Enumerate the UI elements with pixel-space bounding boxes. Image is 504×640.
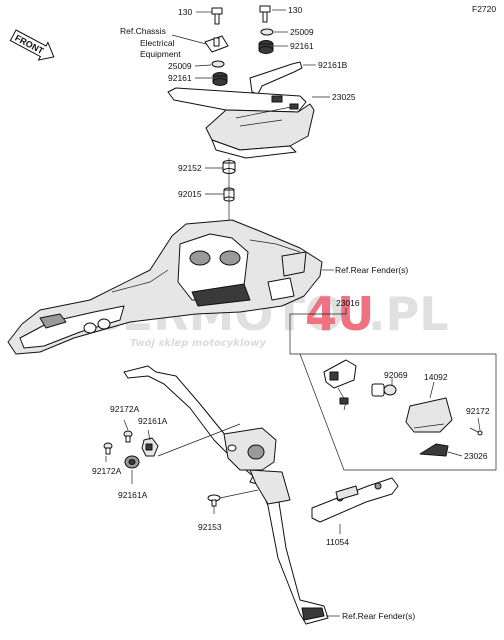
bolt-92153: [207, 494, 221, 507]
rear-fender-body: [7, 219, 323, 355]
label-92161b: 92161B: [318, 60, 348, 70]
bulb-92069: [371, 383, 397, 397]
washer-25009-left: [211, 60, 225, 68]
label-ref-rear-fender-2: Ref.Rear Fender(s): [342, 611, 415, 621]
label-25009-left: 25009: [168, 61, 192, 71]
label-ref-rear-fender-1: Ref.Rear Fender(s): [335, 265, 408, 275]
label-ref-chassis-3: Equipment: [140, 49, 181, 59]
label-92161-right: 92161: [290, 41, 314, 51]
watermark-text-c: .PL: [368, 287, 449, 341]
bolt-130-right: [259, 5, 271, 23]
screw-92172: [469, 427, 483, 436]
figure-code: F2720: [472, 4, 496, 14]
lens-14092: [405, 397, 453, 433]
label-92172a-top: 92172A: [110, 404, 140, 414]
clip-electrical: [204, 35, 229, 53]
label-ref-chassis-1: Ref.Chassis: [120, 26, 166, 36]
watermark-slogan: Twój sklep motocyklowy: [130, 337, 266, 349]
grommet-92161a-bottom: [124, 455, 140, 469]
license-light-group-box: [289, 308, 497, 471]
label-23016: 23016: [336, 298, 360, 308]
grommet-92161-left: [212, 72, 228, 86]
label-130-right: 130: [288, 5, 302, 15]
label-11054: 11054: [326, 537, 349, 547]
label-92152: 92152: [178, 163, 202, 173]
reflector-bracket-11054: [311, 477, 399, 523]
label-92172a-bottom: 92172A: [92, 466, 122, 476]
bracket-92161b: [249, 61, 303, 95]
bolt-130-left: [211, 7, 223, 25]
label-ref-chassis-2: Electrical: [140, 38, 175, 48]
label-23025: 23025: [332, 92, 356, 102]
label-92172: 92172: [466, 406, 490, 416]
label-14092: 14092: [424, 372, 448, 382]
label-92015: 92015: [178, 189, 202, 199]
grommet-92161a-top: [141, 437, 159, 457]
label-92161a-bottom: 92161A: [118, 490, 148, 500]
label-92069: 92069: [384, 370, 408, 380]
screw-92172a-top: [123, 430, 133, 443]
gasket-23026: [419, 443, 449, 457]
screw-92172a-bottom: [103, 442, 113, 455]
label-92161-left: 92161: [168, 73, 192, 83]
label-92153: 92153: [198, 522, 222, 532]
license-bracket: [123, 365, 329, 625]
washer-25009-right: [260, 28, 274, 36]
label-23026: 23026: [464, 451, 488, 461]
label-25009-right: 25009: [290, 27, 314, 37]
lamp-socket: [323, 359, 357, 411]
label-130-left: 130: [178, 7, 192, 17]
label-92161a-top: 92161A: [138, 416, 168, 426]
grommet-92161-right: [258, 40, 274, 54]
seat-cowl-23025: [167, 87, 315, 159]
front-arrow-icon: FRONT: [9, 29, 55, 61]
